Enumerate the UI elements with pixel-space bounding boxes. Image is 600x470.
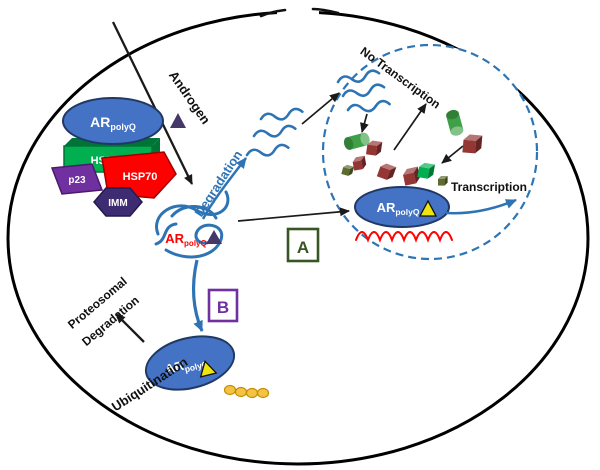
p23-label: p23 <box>68 175 86 186</box>
proteosomal-arrow <box>115 313 145 343</box>
degradation-arrow <box>201 157 247 220</box>
polyq-triangle-icon <box>199 360 218 378</box>
squiggle-strand <box>164 223 224 259</box>
fragment-to-nucleus-arrow <box>301 92 340 125</box>
dna-chromatin <box>355 231 453 243</box>
ubiquitin-bead <box>223 384 237 396</box>
squiggle-strand <box>155 190 230 236</box>
polyq-triangle-icon <box>418 199 438 217</box>
coregulator-up-arrow <box>393 103 427 151</box>
androgen-entry-arrow <box>111 21 194 185</box>
pathway-b-label: B <box>217 298 229 317</box>
imm-label: IMM <box>108 198 127 209</box>
mrna-wave <box>336 69 381 84</box>
membrane-break-end-left <box>259 8 287 18</box>
cytoplasm-to-nucleus-arrow <box>237 207 350 222</box>
nucleus-membrane <box>321 43 539 261</box>
mrna-wave <box>341 83 386 98</box>
squiggle-strand <box>154 222 178 246</box>
fragment-wave <box>252 124 297 138</box>
coregulator-down-arrow <box>441 145 464 164</box>
pathway-b-box <box>207 288 239 323</box>
membrane-break-end-right <box>311 7 340 15</box>
imm-shape <box>93 187 143 217</box>
arpolyq-complex-label: ARpolyQ <box>90 114 136 132</box>
ubiquitinated-arpolyq: ARpolyQ <box>144 335 236 391</box>
misfolded-ar-label: ARpolyQ <box>165 231 206 248</box>
squiggle-to-coregulator-arrow <box>360 113 369 133</box>
ubiquitinated-arpolyq-ellipse <box>144 335 236 391</box>
ubiquitin-bead <box>234 386 248 398</box>
arpolyq-complex-ellipse <box>62 97 164 145</box>
ubiquitin-bead <box>245 387 259 399</box>
p23-shape <box>50 163 104 195</box>
degraded-fragments <box>245 107 304 157</box>
ubiquitin-chain <box>223 384 270 399</box>
nuclear-arpolyq-ellipse <box>354 186 450 228</box>
pathway-a-box <box>286 227 320 263</box>
androgen-triangle-icon <box>170 113 186 128</box>
squiggle-strand <box>170 205 218 220</box>
nuclear-mrna-squiggles <box>336 69 391 113</box>
mrna-wave <box>346 99 391 113</box>
ubiquitin-bead <box>256 387 270 399</box>
fragment-wave <box>245 143 290 157</box>
chaperone-complex: HSP90 p23 HSP70 IMM ARpolyQ <box>50 97 177 217</box>
hsp70-label: HSP70 <box>123 171 158 183</box>
pathway-a-label: A <box>297 238 309 257</box>
misfolded-ar-squiggle: ARpolyQ <box>154 190 230 259</box>
pathway-b-arrow <box>192 259 204 332</box>
androgen-triangle-icon <box>206 230 222 244</box>
nuclear-arpolyq-label: ARpolyQ <box>377 200 420 217</box>
fragment-wave <box>259 107 304 121</box>
transcription-label: Transcription <box>451 180 527 194</box>
transcription-arrow <box>445 198 517 215</box>
membrane-break <box>277 0 319 22</box>
